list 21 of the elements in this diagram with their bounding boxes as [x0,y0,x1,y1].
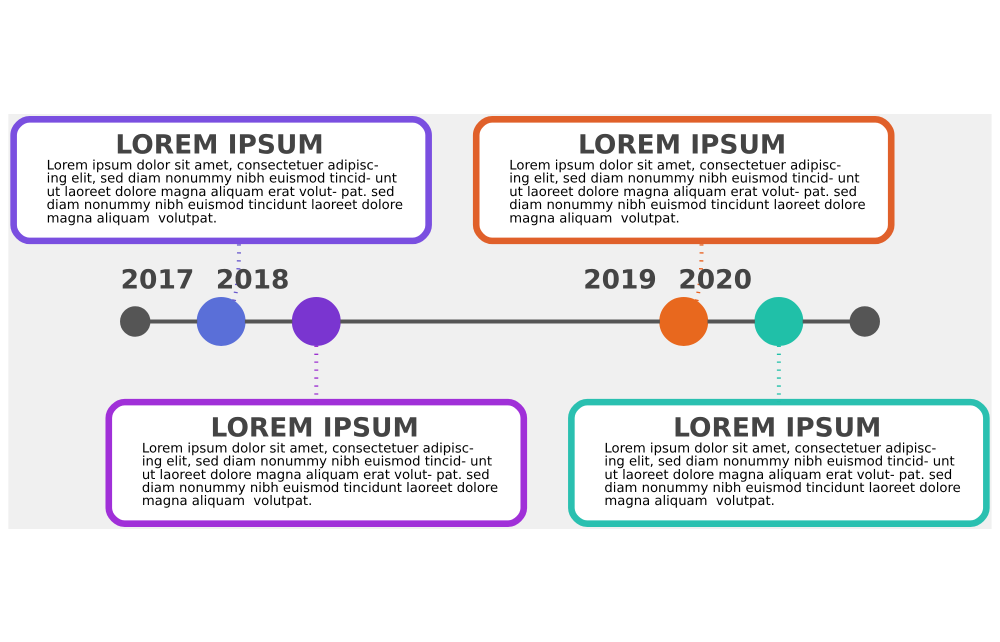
node-label: 2018 [216,264,290,295]
node-box: LOREM IPSUM Lorem ipsum dolor sit amet, consectetuer adipisc- ing elit, sed diam nonummy nibh euismod tincid- unt ut laoreet dolore magna aliquam erat volut- pat. sed diam nonummy nibh euismod tincidunt laoreet dolore magna aliquam volutpat. [105,398,528,527]
node-box: LOREM IPSUM Lorem ipsum dolor sit amet, consectetuer adipisc- ing elit, sed diam nonummy nibh euismod tincid- unt ut laoreet dolore magna aliquam erat volut- pat. sed diam nonummy nibh euismod tincidunt laoreet dolore magna aliquam volutpat. [10,115,432,244]
node-circle [196,296,246,346]
connector [708,319,755,323]
node-circle [120,306,150,336]
connector [150,319,198,323]
node-circle [292,296,341,346]
node-box: LOREM IPSUM Lorem ipsum dolor sit amet, consectetuer adipisc- ing elit, sed diam nonummy nibh euismod tincid- unt ut laoreet dolore magna aliquam erat volut- pat. sed diam nonummy nibh euismod tincidunt laoreet dolore magna aliquam volutpat. [472,115,895,244]
connector [340,319,660,323]
node-label: 2017 [120,264,194,295]
node-circle [754,296,804,346]
connector [776,345,781,402]
connector [244,319,292,323]
node-label: 2020 [678,264,752,295]
connector [802,319,850,323]
node-box: LOREM IPSUM Lorem ipsum dolor sit amet, consectetuer adipisc- ing elit, sed diam nonummy nibh euismod tincid- unt ut laoreet dolore magna aliquam erat volut- pat. sed diam nonummy nibh euismod tincidunt laoreet dolore magna aliquam volutpat. [568,398,990,527]
node-label: 2019 [583,264,657,295]
connector [314,345,318,402]
node-circle [659,296,708,346]
node-circle [850,306,880,336]
